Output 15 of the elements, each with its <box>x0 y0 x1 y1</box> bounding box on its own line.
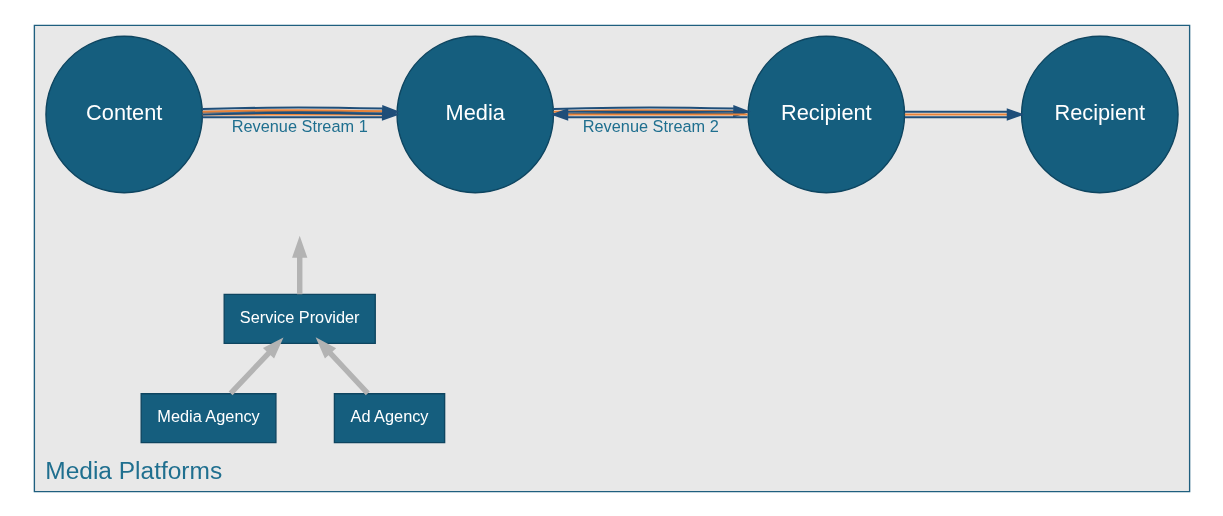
arrow <box>315 336 370 395</box>
node-box: Ad Agency <box>333 392 445 443</box>
node-circle: Media <box>395 35 554 193</box>
arrow <box>201 104 400 117</box>
node-box: Service Provider <box>223 293 376 344</box>
node-circle: Recipient <box>746 35 905 193</box>
arrow <box>291 235 307 294</box>
edge-label: Revenue Stream 1 <box>231 116 368 135</box>
node-circle: Content <box>44 35 203 193</box>
edge-label: Revenue Stream 2 <box>582 116 719 135</box>
arrow <box>904 107 1024 121</box>
node-circle: Recipient <box>1020 35 1179 193</box>
node-box: Media Agency <box>140 392 277 443</box>
arrow <box>550 107 748 121</box>
arrow <box>228 336 283 395</box>
